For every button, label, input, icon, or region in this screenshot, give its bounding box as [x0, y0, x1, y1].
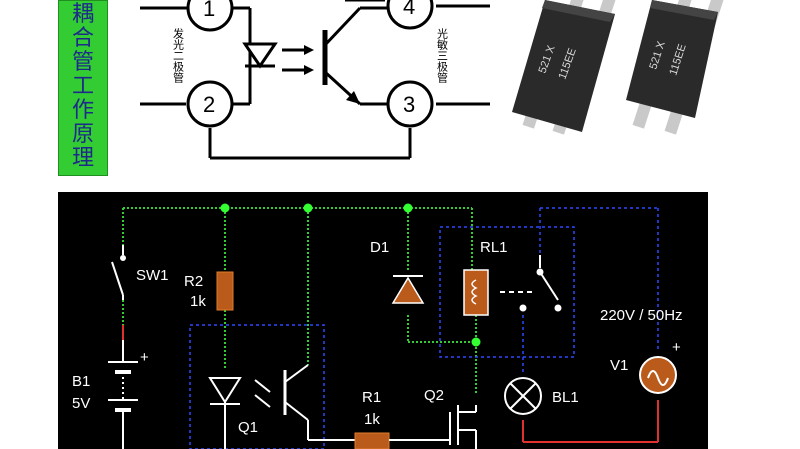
receiver-label: 光敏三极管 — [436, 27, 449, 84]
label-battery-plus: + — [140, 349, 149, 366]
label-r2-value: 1k — [190, 293, 206, 310]
label-source-plus: + — [672, 339, 681, 356]
label-q1: Q1 — [238, 419, 258, 436]
led-emitter — [208, 377, 271, 449]
phototransistor-q1 — [283, 364, 355, 441]
label-v1: V1 — [610, 357, 628, 374]
lamp-bl1 — [504, 377, 542, 415]
label-v1-value: 220V / 50Hz — [600, 307, 683, 324]
label-d1: D1 — [370, 239, 389, 256]
power-wires — [122, 325, 659, 443]
coil-winding — [471, 279, 478, 305]
title-char: 工 — [71, 74, 94, 99]
low-voltage-wires — [122, 207, 477, 395]
label-bl1: BL1 — [552, 389, 579, 406]
title-char: 理 — [71, 146, 94, 171]
resistor-r2 — [216, 271, 234, 311]
title-char: 管 — [71, 50, 94, 75]
title-char: 合 — [71, 26, 94, 51]
pin-label: 2 — [203, 92, 215, 117]
label-r2: R2 — [184, 273, 203, 290]
pin-label: 3 — [403, 92, 415, 117]
label-b1-value: 5V — [72, 395, 90, 412]
battery-b1 — [108, 340, 138, 449]
title-char: 作 — [71, 98, 94, 123]
chip-photo-1: 521 X 115EE — [512, 0, 616, 135]
resistor-r1 — [354, 432, 390, 449]
label-r1: R1 — [362, 389, 381, 406]
label-rl1: RL1 — [480, 239, 508, 256]
label-r1-value: 1k — [364, 411, 380, 428]
switch-sw1 — [111, 245, 126, 300]
diode-d1 — [391, 275, 425, 304]
label-sw1: SW1 — [136, 267, 169, 284]
emitter-label: 发光二极管 — [172, 27, 185, 84]
relay-coil-rl1 — [463, 269, 489, 316]
label-q2: Q2 — [424, 387, 444, 404]
pin-label: 1 — [203, 0, 215, 21]
label-b1: B1 — [72, 373, 90, 390]
mains-wires — [189, 207, 659, 449]
ac-source-v1 — [639, 356, 677, 394]
chip-photo-2: 521 X 115EE — [626, 0, 724, 135]
title-banner: 耦 合 管 工 作 原 理 — [58, 0, 108, 176]
title-char: 原 — [71, 122, 94, 147]
mosfet-q2 — [389, 405, 477, 449]
optocoupler-symbol — [140, 0, 490, 160]
junction-dots — [220, 203, 481, 347]
pin-label: 4 — [403, 0, 415, 19]
relay-contact — [500, 255, 562, 312]
schematic-background — [58, 192, 708, 449]
title-char: 耦 — [71, 2, 94, 27]
